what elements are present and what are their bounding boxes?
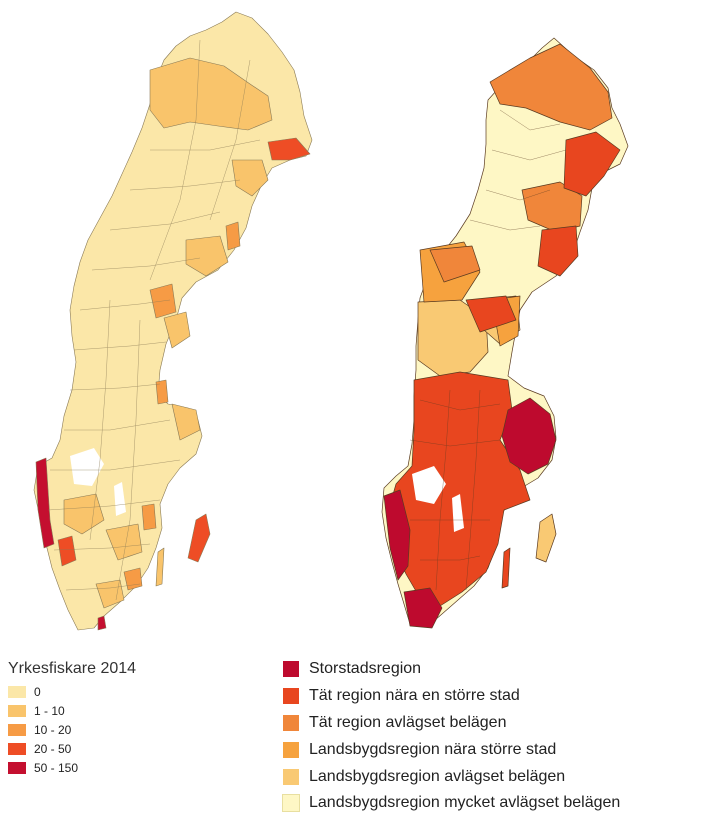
legend-title: Yrkesfiskare 2014 — [8, 660, 137, 677]
legend-item-2: 10 - 20 — [8, 720, 208, 739]
left-region-50-150-south — [97, 615, 107, 631]
right-region-storstad-stockholm — [501, 397, 557, 475]
legend-swatch — [283, 768, 299, 785]
legend-label: 10 - 20 — [34, 722, 72, 737]
legend-label: 1 - 10 — [34, 703, 65, 718]
legend-label: 20 - 50 — [34, 741, 72, 756]
left-region-1-10-north — [149, 57, 273, 131]
left-region-50-150-westcoast — [35, 457, 55, 549]
legend-label: Landsbygdsregion avlägset belägen — [309, 767, 566, 785]
left-region-10-20-a — [225, 221, 241, 251]
legend-label: Storstadsregion — [309, 660, 422, 678]
right-region-tat-nara-north — [563, 131, 621, 197]
left-region-1-10-south-a — [63, 493, 105, 535]
right-lake-vanern — [412, 466, 446, 504]
right-island-oland — [501, 547, 511, 589]
legend-label: 0 — [34, 684, 41, 699]
legend-label: Landsbygdsregion mycket avlägset belägen — [309, 794, 621, 812]
legend-swatch — [283, 688, 299, 705]
left-island-oland — [155, 547, 165, 587]
right-lake-vattern — [452, 494, 464, 532]
legend-swatch — [8, 742, 26, 755]
legend-item-0: 0 — [8, 682, 208, 701]
left-region-20-50-north — [267, 137, 311, 161]
legend-yrkesfiskare: Yrkesfiskare 2014 0 1 - 10 10 - 20 20 - … — [8, 660, 208, 777]
left-region-1-10-south-b — [105, 523, 143, 561]
legend-swatch — [8, 723, 26, 736]
left-region-20-50-west — [57, 535, 77, 567]
legend-swatch — [8, 704, 26, 717]
left-map-sweden-municipalities — [33, 11, 313, 631]
left-region-10-20-c — [155, 379, 169, 405]
right-region-tat-nara-coast — [537, 225, 579, 277]
maps-figure — [33, 11, 629, 631]
legend-item-1: 1 - 10 — [8, 701, 208, 720]
right-island-gotland — [535, 513, 557, 563]
left-region-10-20-d — [141, 503, 157, 531]
legend-label: Tät region avlägset belägen — [309, 713, 507, 731]
legend-item-landsbygd-mycket-avlagset: Landsbygdsregion mycket avlägset belägen — [282, 790, 713, 817]
legend-item-3: 20 - 50 — [8, 739, 208, 758]
left-lake-vattern — [114, 482, 126, 516]
legend-swatch — [8, 761, 26, 774]
legend-region-types: Storstadsregion Tät region nära en störr… — [282, 656, 713, 817]
right-map-sweden-regions — [381, 37, 629, 629]
legend-label: Tät region nära en större stad — [309, 687, 520, 705]
legend-item-4: 50 - 150 — [8, 758, 208, 777]
right-region-storstad-goteborg — [383, 489, 411, 581]
legend-item-landsbygd-nara: Landsbygdsregion nära större stad — [283, 736, 713, 763]
legend-item-tat-avlagset: Tät region avlägset belägen — [283, 710, 713, 737]
right-region-tat-avlagset-north — [489, 43, 613, 131]
left-region-1-10-east — [171, 403, 201, 441]
left-region-1-10-coast-a — [231, 159, 269, 197]
legend-item-storstadsregion: Storstadsregion — [283, 656, 713, 683]
left-island-gotland — [187, 513, 211, 563]
right-region-tat-nara-mid — [465, 295, 517, 333]
legend-swatch — [282, 794, 300, 813]
legend-item-landsbygd-avlagset: Landsbygdsregion avlägset belägen — [283, 763, 713, 790]
legend-swatch — [283, 661, 299, 678]
left-region-1-10-coast-c — [163, 311, 191, 349]
legend-item-tat-nara: Tät region nära en större stad — [283, 683, 713, 710]
right-region-landsbygd-avlagset-a — [417, 299, 489, 377]
legend-swatch — [283, 714, 299, 731]
legend-label: Landsbygdsregion nära större stad — [309, 740, 557, 758]
right-region-tat-avlagset-coast-b — [429, 245, 481, 283]
right-region-storstad-malmo — [403, 587, 443, 629]
legend-swatch — [283, 741, 299, 758]
legend-swatch — [8, 685, 26, 698]
left-lake-vanern — [70, 448, 104, 486]
legend-label: 50 - 150 — [34, 760, 79, 775]
